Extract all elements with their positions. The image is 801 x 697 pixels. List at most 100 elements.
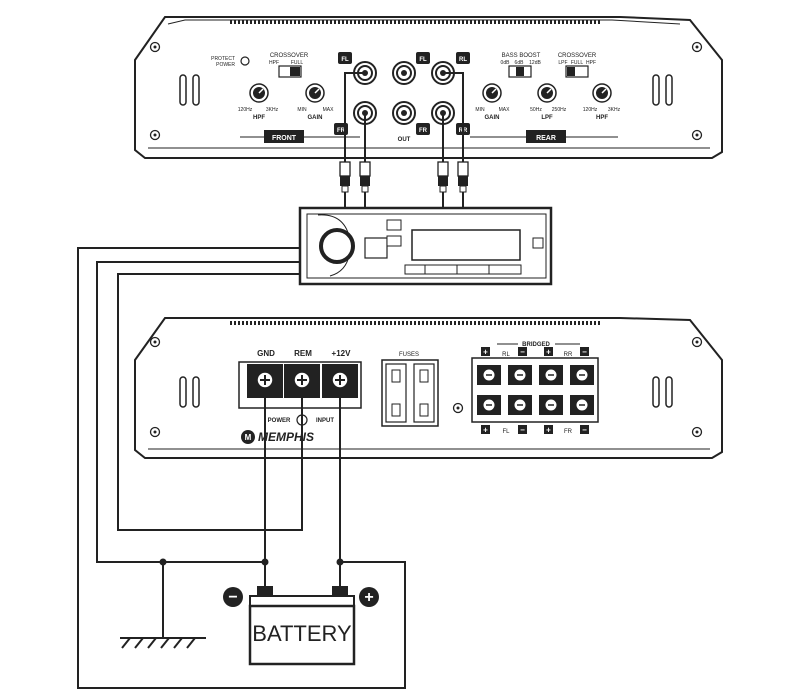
fuse-icon[interactable] [413,363,435,423]
lpf-min-label: 50Hz [530,107,542,113]
crossover-right-label: CROSSOVER [558,53,597,59]
screw-icon [149,41,161,53]
brand-logo: MEMPHIS [258,430,314,444]
preset-button[interactable] [424,264,458,275]
rca-jack-icon[interactable] [392,61,416,85]
speaker-terminal-icon[interactable] [569,364,595,386]
hpf-knob-label-2: HPF [596,115,608,121]
bb-12db-label: 12dB [529,60,541,66]
plus-sign: + [546,426,551,435]
hpf-switch-label-2: HPF [586,60,596,66]
fuse-icon[interactable] [385,363,407,423]
rem-label: REM [294,349,312,358]
preset-button[interactable] [456,264,490,275]
screw-icon [691,129,703,141]
screw-icon [691,426,703,438]
screw-icon [452,402,464,414]
gain-knob-icon-2[interactable] [482,83,502,103]
battery-label: BATTERY [252,621,352,646]
amplifier-bottom: GND REM +12V POWER INPUT M MEMPHIS FUSES… [134,317,723,459]
rear-badge [526,130,566,143]
screw-icon [691,336,703,348]
rem-terminal-icon[interactable] [283,363,321,399]
ground-symbol-icon [120,637,206,649]
speaker-terminal-icon[interactable] [507,394,533,416]
next-button[interactable] [386,235,402,247]
hpf-switch-label: HPF [269,60,279,66]
plus-sign: + [483,426,488,435]
battery-negative-icon [223,587,243,607]
rca-plug-icon [339,161,351,193]
screw-icon [149,129,161,141]
minus-sign: − [520,348,525,357]
lpf-max-label: 250Hz [552,107,567,113]
speaker-terminal-icon[interactable] [538,394,564,416]
speaker-terminal-icon[interactable] [569,394,595,416]
amplifier-top: PROTECT POWER CROSSOVER HPF FULL 120Hz 3… [134,16,723,159]
hpf-knob-icon-2[interactable] [592,83,612,103]
front-badge [264,130,304,143]
speaker-terminal-icon[interactable] [476,364,502,386]
plus12v-terminal-icon[interactable] [321,363,359,399]
gnd-terminal-icon[interactable] [246,363,284,399]
rca-jack-icon[interactable] [392,101,416,125]
rear-label: REAR [536,135,556,142]
gain-min-label-2: MIN [475,107,485,113]
lpf-knob-label: LPF [541,115,553,121]
plus12v-label: +12V [332,349,352,358]
knob-max-label-2: 3KHz [608,107,621,113]
prev-button[interactable] [386,219,402,231]
fl-badge-label-2: FL [419,57,427,63]
speaker-terminal-icon[interactable] [507,364,533,386]
preset-button[interactable] [488,264,522,275]
knob-min-label: 120Hz [238,107,253,113]
fl-badge-label: FL [341,57,349,63]
rr-terminal-label: RR [564,352,573,358]
rca-plug-icon [359,161,371,193]
knob-min-label-2: 120Hz [583,107,598,113]
gain-max-label-2: MAX [499,107,511,113]
fr-badge-label: FR [337,128,346,134]
fr-terminal-label: FR [564,429,573,435]
bb-0db-label: 0dB [501,60,511,66]
led-icon [240,56,250,66]
amp-top-chassis [134,16,723,159]
head-unit [298,206,553,286]
hpf-knob-icon[interactable] [249,83,269,103]
head-button[interactable] [364,237,388,259]
screw-icon [149,336,161,348]
screw-icon [691,41,703,53]
crossover-left-label: CROSSOVER [270,53,309,59]
gain-knob-icon[interactable] [305,83,325,103]
volume-knob-icon[interactable] [319,228,355,264]
plus-sign: + [483,348,488,357]
gain-knob-label-2: GAIN [485,115,500,121]
power-input-label: POWER [268,418,291,424]
preset-button[interactable] [404,264,426,275]
display-screen [411,229,521,261]
speaker-terminal-icon[interactable] [476,394,502,416]
hpf-knob-label: HPF [253,115,265,121]
rca-cables [344,72,464,210]
lpf-knob-icon[interactable] [537,83,557,103]
battery: BATTERY − + [223,586,379,666]
gain-min-label: MIN [297,107,307,113]
rca-plug-icon [457,161,469,193]
minus-sign: − [582,348,587,357]
power-wires [77,247,406,689]
rca-plug-icon [437,161,449,193]
crossover-switch-right[interactable] [565,65,589,78]
gain-max-label: MAX [323,107,335,113]
rl-terminal-label: RL [502,352,510,358]
speaker-terminal-icon[interactable] [538,364,564,386]
gnd-label: GND [257,349,275,358]
battery-positive-icon [359,587,379,607]
plus-sign: + [546,348,551,357]
lpf-switch-label: LPF [558,60,567,66]
battery-neg-sign: − [228,589,237,606]
input-label: INPUT [316,418,334,424]
protect-label: PROTECT [211,56,235,62]
full-switch-label-2: FULL [571,60,583,66]
